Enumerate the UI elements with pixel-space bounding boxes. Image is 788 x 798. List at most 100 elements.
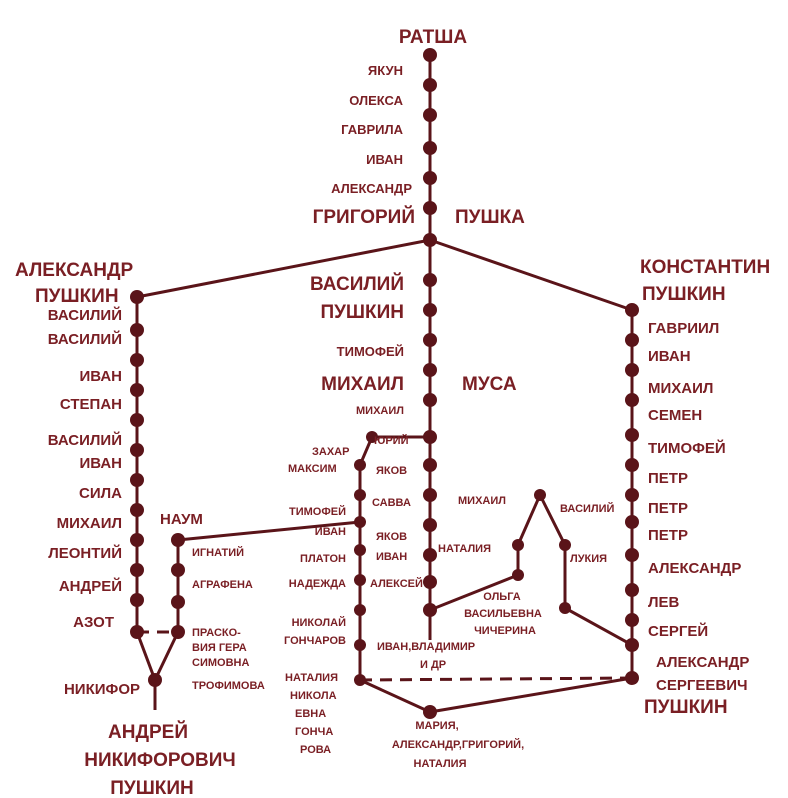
natalia-goncharova: ГОНЧА [295,726,333,738]
andrey-surname: ПУШКИН [110,778,194,798]
children-line: НАТАЛИЯ [414,758,467,770]
trunk-name: МИХАИЛ [321,374,404,395]
olga-patronymic: ВАСИЛЬЕВНА [464,608,542,620]
node-dot [512,539,524,551]
node-dot [423,603,437,617]
natalia-goncharova: РОВА [300,744,331,756]
left-name: СИЛА [79,485,122,502]
yuriy-name: ЮРИЙ [374,434,409,447]
node-dot [423,430,437,444]
node-dot [625,548,639,562]
node-dot [625,638,639,652]
maksim-name: МАКСИМ [288,463,337,475]
node-dot [625,303,639,317]
yakov-name: ЯКОВ [376,465,407,477]
nikifor-link [135,631,180,684]
ivan-vladimir: ИВАН,ВЛАДИМИР [377,641,475,653]
node-dot [625,671,639,685]
pushka-name: ПУШКА [455,207,525,228]
node-dot [423,705,437,719]
node-dot [366,431,378,443]
pushkin-name: АЛЕКСАНДР [656,654,749,671]
node-dot [625,488,639,502]
right-name: СЕРГЕЙ [648,622,708,640]
natalia-to-children [359,678,431,714]
children-labels: МАРИЯ, АЛЕКСАНДР,ГРИГОРИЙ, НАТАЛИЯ [392,720,524,770]
node-dot [130,323,144,337]
node-dot [625,515,639,529]
zakhar-child-name: НАДЕЖДА [289,578,346,590]
node-dot [130,443,144,457]
vasiliy-name: ВАСИЛИЙ [310,273,404,295]
node-dot [423,393,437,407]
grigoriy-name: ГРИГОРИЙ [313,206,415,228]
zakhar-child-name: ПЛАТОН [300,553,346,565]
node-dot [130,290,144,304]
natalia-goncharova: ЕВНА [295,708,326,720]
node-dot [625,333,639,347]
natalia-goncharova: НАТАЛИЯ [285,672,338,684]
naum-branch-labels: НАУМ ИГНАТИЙ АГРАФЕНА ПРАСКО- ВИЯ ГЕРА С… [160,511,265,692]
yakov-name: САВВА [372,497,411,509]
node-dot [130,563,144,577]
right-name: ПЕТР [648,527,688,544]
pushkin-surname: ПУШКИН [644,697,728,718]
natalia-aleksandr-marriage [359,676,633,682]
olga-surname: ЧИЧЕРИНА [474,625,536,637]
natalia-goncharova: НИКОЛА [290,690,337,702]
node-dot [130,625,144,639]
root-name: РАТША [399,27,467,48]
lukia-name: ЛУКИЯ [570,553,607,565]
trunk-name: МИХАИЛ [356,405,404,417]
branch-to-konstantin [429,238,633,312]
node-dot [625,393,639,407]
left-name: ВАСИЛИЙ [48,431,122,449]
left-name: ВАСИЛИЙ [48,330,122,348]
node-dot [148,673,162,687]
node-dot [171,595,185,609]
node-dot [423,303,437,317]
trunk-labels: РАТША ЯКУН ОЛЕКСА ГАВРИЛА ИВАН АЛЕКСАНДР… [310,27,525,447]
naum-to-ivan [177,520,361,542]
node-dot [559,539,571,551]
right-name: МИХАИЛ [648,380,713,397]
node-dot [423,488,437,502]
node-dot [130,503,144,517]
node-dot [423,201,437,215]
ivan-vladimir: И ДР [420,659,446,671]
right-name: АЛЕКСАНДР [648,560,741,577]
left-name: АНДРЕЙ [59,577,122,595]
children-line: АЛЕКСАНДР,ГРИГОРИЙ, [392,738,524,751]
node-dot [423,548,437,562]
natalia-name: НАТАЛИЯ [438,543,491,555]
andrey-patronymic: НИКИФОРОВИЧ [84,750,236,771]
trunk-name: ТИМОФЕЙ [337,344,404,359]
node-dot [423,141,437,155]
right-head-surname: ПУШКИН [642,284,726,305]
node-dot [171,563,185,577]
right-name: ИВАН [648,348,691,365]
right-head-name: КОНСТАНТИН [640,257,770,278]
vasiliy-name: ВАСИЛИЙ [560,502,615,515]
right-name: ГАВРИИЛ [648,320,719,337]
node-dot [423,518,437,532]
trunk-name: ГАВРИЛА [341,122,403,137]
left-name: СТЕПАН [60,396,122,413]
right-name: ПЕТР [648,470,688,487]
node-dot [354,459,366,471]
trunk-name: АЛЕКСАНДР [331,181,412,196]
node-dot [130,533,144,547]
right-branch-labels: КОНСТАНТИН ПУШКИН ГАВРИИЛ ИВАН МИХАИЛ СЕ… [640,257,770,718]
node-dot [423,171,437,185]
right-name: ЛЕВ [648,594,680,611]
aleksey-name: АЛЕКСЕЙ [370,577,423,590]
node-dot [625,428,639,442]
yakov-branch-labels: ЯКОВ САВВА ЯКОВ ИВАН АЛЕКСЕЙ ИВАН,ВЛАДИМ… [370,465,475,671]
left-head-surname: ПУШКИН [35,286,119,307]
mikhail-name: МИХАИЛ [458,495,506,507]
node-dot [130,383,144,397]
node-dot [130,353,144,367]
node-dot [423,575,437,589]
yakov-name: ИВАН [376,551,407,563]
vasiliy-surname: ПУШКИН [320,302,404,323]
